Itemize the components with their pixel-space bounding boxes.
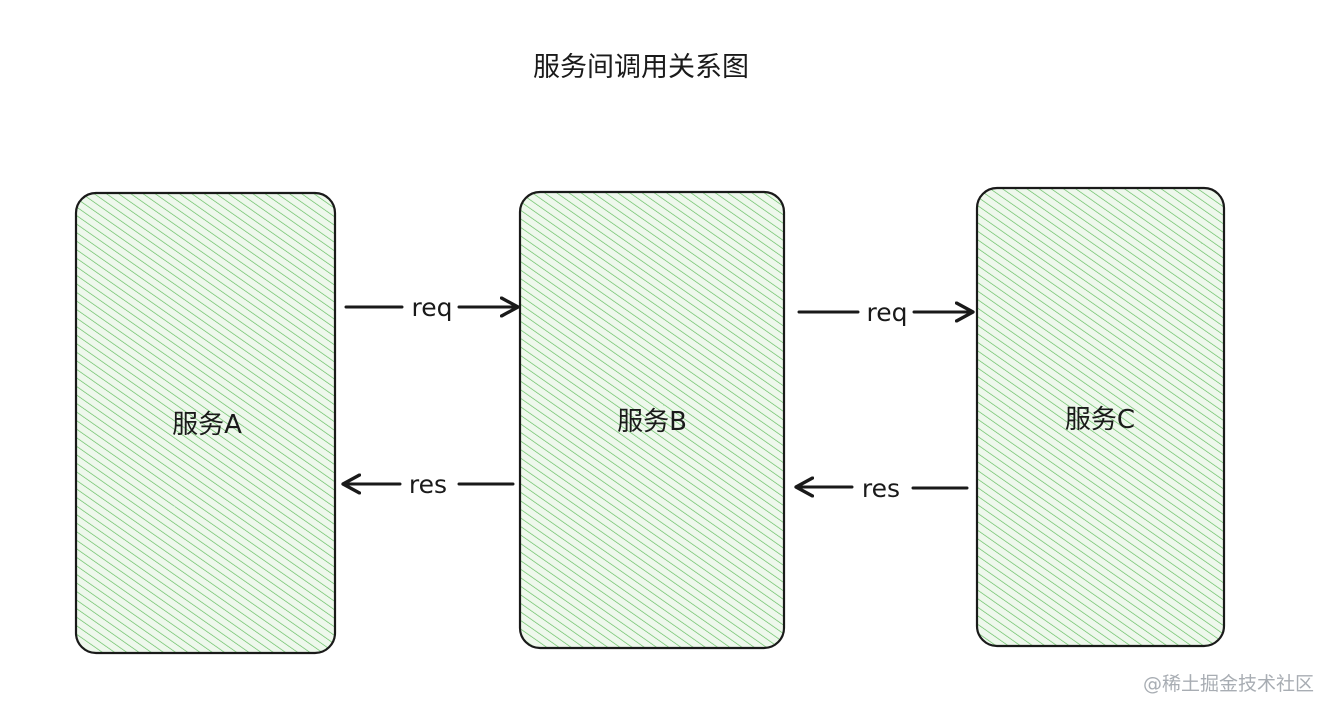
edge-b-to-a: res bbox=[343, 470, 515, 499]
node-label-c: 服务C bbox=[1065, 405, 1135, 435]
edge-label-c-b: res bbox=[862, 474, 900, 503]
node-label-a: 服务A bbox=[172, 410, 242, 440]
node-label-b: 服务B bbox=[617, 407, 687, 437]
node-box-c bbox=[975, 186, 1226, 648]
node-service-b: 服务B bbox=[518, 190, 786, 650]
edge-label-a-b: req bbox=[412, 293, 453, 322]
edge-a-to-b: req bbox=[344, 293, 518, 322]
node-service-c: 服务C bbox=[975, 186, 1226, 648]
node-service-a: 服务A bbox=[74, 191, 337, 655]
edge-label-b-a: res bbox=[409, 470, 447, 499]
diagram-title: 服务间调用关系图 bbox=[533, 52, 749, 83]
edge-c-to-b: res bbox=[796, 474, 969, 503]
edge-label-b-c: req bbox=[867, 298, 908, 327]
node-box-a bbox=[74, 191, 337, 655]
watermark-text: @稀土掘金技术社区 bbox=[1143, 673, 1314, 695]
edge-b-to-c: req bbox=[797, 298, 973, 327]
node-box-b bbox=[518, 190, 786, 650]
